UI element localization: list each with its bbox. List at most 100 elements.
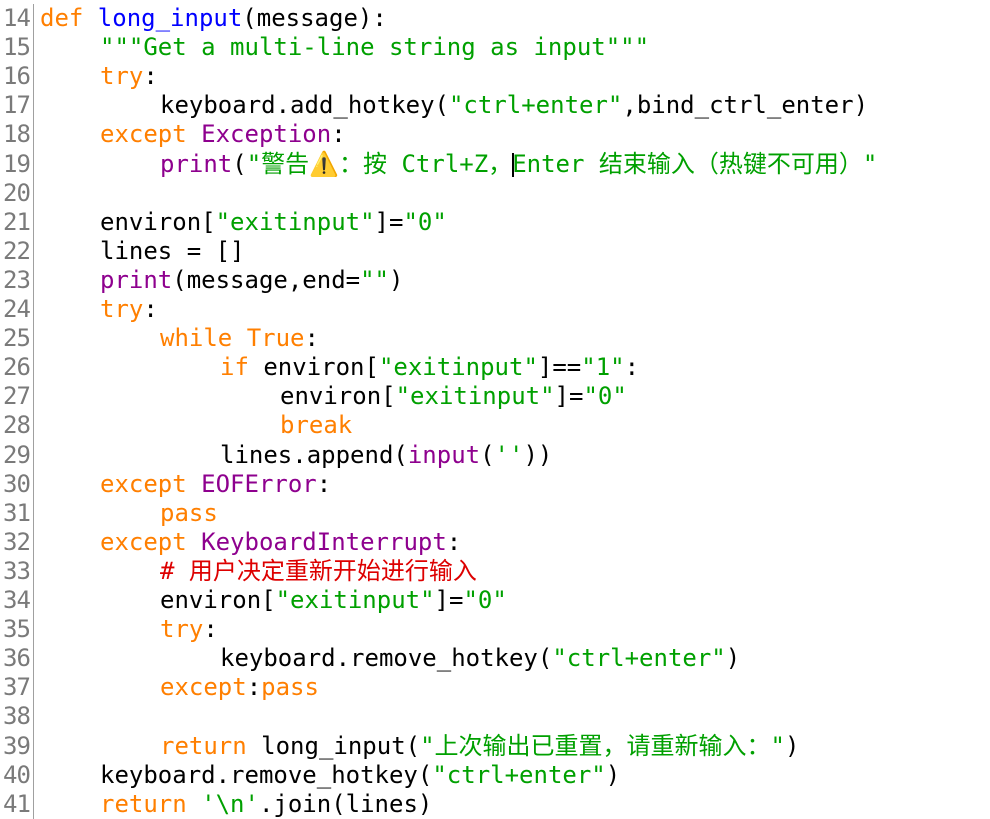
code-text[interactable]: print("警告⚠️：按 Ctrl+Z，Enter 结束输入（热键不可用）" — [160, 150, 877, 179]
code-token-plain: ) — [389, 265, 404, 294]
code-line[interactable]: 20 — [0, 179, 990, 208]
code-text[interactable]: print(message,end="") — [100, 266, 403, 295]
code-text[interactable]: def long_input(message): — [40, 4, 387, 33]
code-text[interactable]: environ["exitinput"]="0" — [280, 382, 627, 411]
code-text[interactable]: environ["exitinput"]="0" — [160, 586, 507, 615]
code-token-builtin: print — [160, 149, 233, 178]
code-token-keyword: return — [160, 731, 262, 760]
code-text[interactable]: keyboard.remove_hotkey("ctrl+enter") — [220, 644, 740, 673]
code-line[interactable]: 38 — [0, 702, 990, 731]
line-number: 40 — [3, 760, 31, 789]
code-token-plain: ) — [725, 644, 741, 673]
code-token-plain: ]= — [374, 207, 404, 236]
code-text[interactable]: lines.append(input('')) — [220, 441, 552, 470]
code-text[interactable]: lines = [] — [100, 237, 245, 266]
code-token-plain: environ[ — [263, 353, 379, 382]
code-text[interactable]: except:pass — [160, 673, 319, 702]
gutter-divider — [33, 4, 34, 819]
code-token-keyword: try — [100, 62, 144, 91]
code-token-defname: long_input — [97, 4, 243, 32]
line-number: 30 — [3, 469, 31, 498]
code-token-plain: ]= — [554, 382, 584, 411]
code-line[interactable]: 33# 用户决定重新开始进行输入 — [0, 557, 990, 586]
code-token-comment: # 用户决定重新开始进行输入 — [160, 556, 477, 585]
code-token-plain: lines = [] — [100, 236, 245, 265]
code-token-plain: (message,end= — [172, 265, 361, 294]
code-token-plain: environ[ — [280, 382, 396, 411]
line-number: 25 — [3, 324, 31, 353]
code-text[interactable]: try: — [160, 615, 218, 644]
code-token-keyword: except — [100, 527, 202, 556]
code-line[interactable]: 37 except:pass — [0, 673, 990, 702]
code-line[interactable]: 15"""Get a multi-line string as input""" — [0, 33, 990, 62]
code-text[interactable]: if environ["exitinput"]=="1": — [220, 353, 639, 382]
code-line[interactable]: 14 def long_input(message): — [0, 4, 990, 33]
code-token-plain: (message): — [242, 4, 387, 32]
code-token-string: '\n' — [201, 789, 259, 818]
line-number: 27 — [3, 382, 31, 411]
code-line[interactable]: 24 try: — [0, 295, 990, 324]
line-number: 14 — [3, 4, 31, 32]
code-token-string: "exitinput" — [378, 353, 538, 382]
code-text[interactable]: except KeyboardInterrupt: — [100, 528, 461, 557]
code-token-keyword: break — [280, 411, 353, 440]
code-token-plain: ]== — [537, 353, 582, 382]
code-line[interactable]: 40 keyboard.remove_hotkey("ctrl+enter") — [0, 761, 990, 790]
line-number: 24 — [3, 295, 31, 323]
code-token-plain: ) — [605, 760, 621, 789]
code-text[interactable]: except Exception: — [100, 120, 346, 149]
code-line[interactable]: 27 environ["exitinput"]="0" — [0, 382, 990, 411]
code-token-string: "ctrl+enter" — [448, 91, 623, 120]
code-token-plain: : — [316, 469, 332, 498]
code-token-keyword: except — [100, 120, 202, 149]
code-text[interactable]: keyboard.remove_hotkey("ctrl+enter") — [100, 761, 620, 790]
code-token-keyword: def — [40, 4, 98, 32]
line-number: 41 — [3, 789, 31, 818]
code-token-string: "" — [360, 265, 389, 294]
code-line[interactable]: 25 while True: — [0, 324, 990, 353]
code-text[interactable]: try: — [100, 295, 158, 324]
code-token-plain: : — [304, 324, 319, 353]
code-text[interactable]: break — [280, 411, 352, 440]
line-number: 16 — [3, 62, 31, 91]
code-text[interactable]: # 用户决定重新开始进行输入 — [160, 557, 477, 586]
code-token-keyword: except — [160, 673, 247, 702]
code-token-builtin: Exception — [201, 120, 332, 149]
code-text[interactable]: try: — [100, 62, 158, 91]
code-token-string: "1" — [581, 353, 625, 382]
code-token-builtin: KeyboardInterrupt — [201, 527, 447, 556]
code-text[interactable]: keyboard.add_hotkey("ctrl+enter",bind_ct… — [160, 91, 868, 120]
code-text[interactable]: while True: — [160, 324, 319, 353]
code-text[interactable]: environ["exitinput"]="0" — [100, 208, 447, 237]
code-token-plain: ( — [480, 440, 495, 469]
code-token-plain: ,bind_ctrl_enter) — [622, 91, 869, 120]
code-token-keyword: except — [100, 469, 202, 498]
code-text[interactable]: """Get a multi-line string as input""" — [100, 33, 649, 62]
code-line[interactable]: 41 return '\n'.join(lines) — [0, 790, 990, 819]
code-line[interactable]: 30 except EOFError: — [0, 470, 990, 499]
code-text[interactable]: return '\n'.join(lines) — [100, 790, 432, 819]
code-line[interactable]: 16 try: — [0, 62, 990, 91]
code-token-string: "ctrl+enter" — [552, 644, 726, 673]
line-number: 37 — [3, 673, 31, 702]
code-text[interactable]: return long_input("上次输出已重置，请重新输入：") — [160, 732, 799, 761]
code-text[interactable]: pass — [160, 499, 218, 528]
code-text[interactable]: except EOFError: — [100, 470, 331, 499]
code-token-keyword: try — [160, 615, 204, 644]
